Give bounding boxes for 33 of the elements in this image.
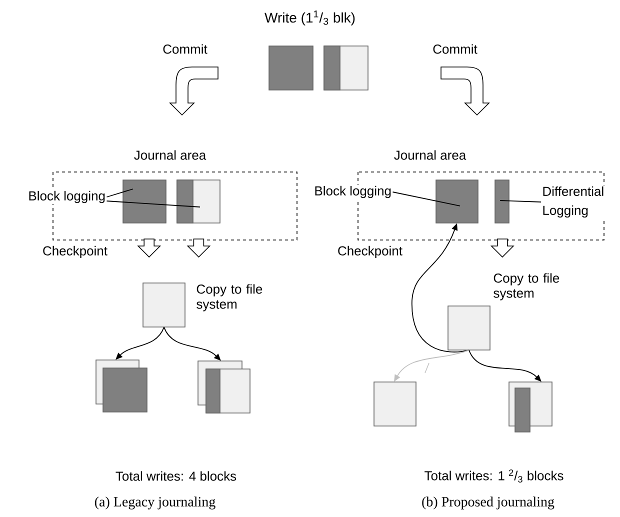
step-label: Commit: [163, 44, 208, 54]
total-label: Total writes: 1 $^{2}$/$_{3}$ blocks: [424, 470, 564, 483]
data-block: [374, 382, 416, 426]
stacked-blocks: [96, 360, 148, 412]
leader-line: [392, 192, 460, 206]
stacked-blocks: [198, 360, 250, 414]
hollow-arrow: [490, 238, 514, 258]
callout-label: Block logging: [27, 190, 107, 204]
node-label: Journal area: [134, 150, 206, 160]
hollow-arrow: [137, 238, 162, 258]
caption-text: Copy to file system: [494, 273, 560, 300]
callout-label: Differential Logging: [541, 185, 612, 219]
data-block: [494, 180, 510, 224]
callout-label: Block logging: [313, 184, 393, 200]
total-label: Total writes: 4 blocks: [116, 471, 236, 481]
caption: (a) Legacy journaling: [94, 496, 216, 510]
step-label: Checkpoint: [43, 246, 108, 258]
leader-line: [106, 188, 134, 198]
data-block: [176, 180, 220, 224]
leader-line: [500, 200, 542, 202]
title: Write (1$^{1}$/$_{3}$ blk): [264, 10, 355, 26]
node-label: Journal area: [394, 150, 466, 160]
data-block: [268, 46, 314, 90]
caption-text: Copy to file system: [196, 284, 262, 312]
step-label: Commit: [433, 44, 478, 54]
step-label: Checkpoint: [338, 246, 402, 258]
hollow-arrow: [186, 238, 211, 258]
stacked-blocks: [508, 382, 552, 432]
caption: (b) Proposed journaling: [422, 496, 554, 510]
leader-line: [106, 200, 200, 208]
data-block: [122, 180, 166, 224]
data-block: [436, 180, 478, 224]
data-block: [324, 46, 368, 90]
